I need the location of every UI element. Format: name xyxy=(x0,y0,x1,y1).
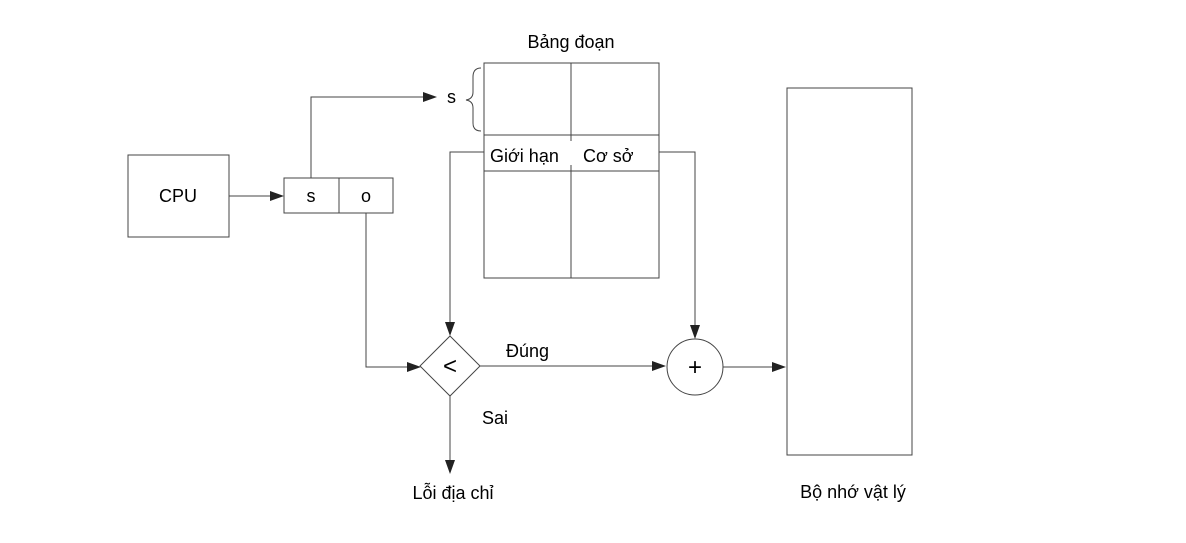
false-path-arrowhead xyxy=(445,460,455,474)
offset-to-comparator-arrowhead xyxy=(407,362,421,372)
address-error-label: Lỗi địa chỉ xyxy=(412,482,493,503)
segment-number-label: s xyxy=(307,186,316,206)
limit-to-comparator-arrowhead xyxy=(445,322,455,336)
adder-to-memory-arrowhead xyxy=(772,362,786,372)
false-label: Sai xyxy=(482,408,508,428)
adder: + xyxy=(666,338,724,396)
limit-label: Giới hạn xyxy=(490,146,559,166)
segment-table-label-mask xyxy=(488,141,654,165)
logical-address: s o xyxy=(283,177,394,214)
limit-to-comparator-line xyxy=(449,151,484,322)
physical-memory-box xyxy=(786,87,913,456)
cpu-to-address-arrowhead xyxy=(270,191,284,201)
true-path-arrowhead xyxy=(652,361,666,371)
comparator: < xyxy=(419,335,481,397)
true-label: Đúng xyxy=(506,341,549,361)
offset-to-comparator-line xyxy=(365,213,408,368)
segment-to-table-arrowhead xyxy=(423,92,437,102)
cpu-block: CPU xyxy=(127,154,230,238)
adder-symbol: + xyxy=(688,354,702,381)
segment-to-table-line xyxy=(310,96,424,178)
base-to-adder-arrowhead xyxy=(690,325,700,339)
cpu-label: CPU xyxy=(159,186,197,206)
physical-memory-label: Bộ nhớ vật lý xyxy=(800,482,906,502)
cpu-box xyxy=(127,154,230,238)
comparator-symbol: < xyxy=(443,353,457,380)
physical-memory: Bộ nhớ vật lý xyxy=(786,87,913,502)
segment-number-box xyxy=(283,177,340,214)
table-entry-label: s xyxy=(447,87,456,107)
entry-brace xyxy=(465,67,482,132)
base-to-adder-line xyxy=(659,151,696,325)
offset-label: o xyxy=(361,186,371,206)
segment-table: Bảng đoạn Giới hạn Cơ sở xyxy=(483,32,660,279)
segment-table-title: Bảng đoạn xyxy=(527,32,614,52)
base-label: Cơ sở xyxy=(583,146,634,166)
